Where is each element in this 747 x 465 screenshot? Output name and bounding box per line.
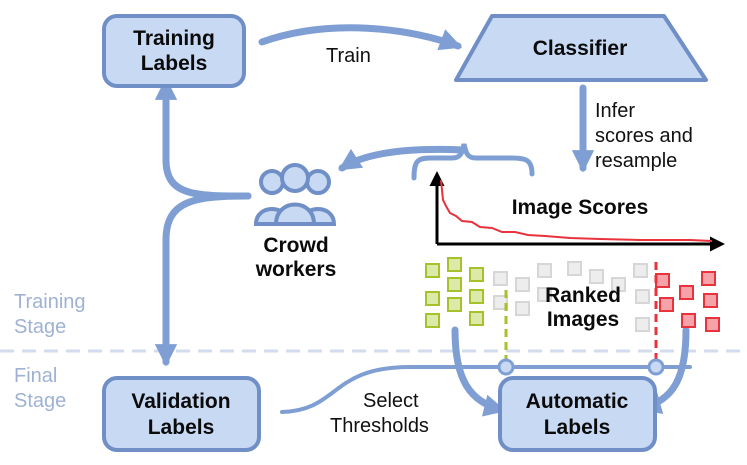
crowd-to-training-arrow	[154, 77, 252, 200]
train-arrow	[258, 24, 463, 51]
score-brace	[411, 143, 535, 181]
select-thresholds-label: Select Thresholds	[330, 390, 429, 437]
svg-text:scores and: scores and	[595, 125, 693, 147]
training-stage-label: Training Stage	[14, 291, 86, 338]
svg-text:Automatic: Automatic	[526, 390, 629, 413]
svg-text:workers: workers	[255, 258, 337, 281]
ranked-images: Ranked Images	[425, 257, 720, 360]
svg-text:resample: resample	[595, 150, 677, 172]
svg-text:Crowd: Crowd	[263, 234, 328, 257]
green-to-automatic-arrow	[451, 326, 507, 417]
validation-labels-node: Validation Labels	[102, 376, 261, 452]
grey-images	[493, 261, 650, 332]
svg-text:Training: Training	[133, 27, 215, 50]
svg-text:Thresholds: Thresholds	[330, 415, 429, 437]
svg-text:Training: Training	[14, 291, 86, 313]
svg-text:Labels: Labels	[141, 52, 208, 75]
crowd-to-validation-arrow	[154, 192, 252, 367]
infer-label: Infer scores and resample	[595, 100, 693, 172]
svg-text:Stage: Stage	[14, 390, 66, 412]
select-thresholds-line	[280, 365, 692, 414]
red-images	[655, 271, 720, 332]
svg-text:Final: Final	[14, 365, 57, 387]
people-group-icon	[253, 163, 337, 226]
svg-text:Infer: Infer	[595, 100, 635, 122]
red-threshold-marker	[647, 358, 665, 376]
final-stage-label: Final Stage	[14, 365, 66, 412]
svg-text:Ranked: Ranked	[545, 284, 621, 307]
svg-text:Images: Images	[547, 308, 619, 331]
svg-text:Select: Select	[363, 390, 419, 412]
green-threshold-marker	[497, 358, 515, 376]
svg-text:Stage: Stage	[14, 316, 66, 338]
ranked-images-label: Ranked Images	[545, 284, 621, 331]
svg-text:Labels: Labels	[148, 416, 215, 439]
svg-text:Labels: Labels	[544, 416, 611, 439]
svg-text:Validation: Validation	[131, 390, 230, 413]
image-scores-plot: Image Scores	[429, 171, 725, 252]
svg-text:Classifier: Classifier	[533, 37, 628, 60]
image-scores-label: Image Scores	[512, 196, 649, 219]
training-labels-node: Training Labels	[102, 14, 246, 88]
green-images	[425, 257, 484, 328]
automatic-labels-node: Automatic Labels	[498, 376, 657, 452]
train-label: Train	[326, 45, 371, 67]
classifier-node: Classifier	[454, 14, 708, 82]
score-curve	[440, 179, 713, 242]
crowd-workers-label: Crowd workers	[255, 234, 337, 281]
resample-arrow	[338, 145, 468, 172]
